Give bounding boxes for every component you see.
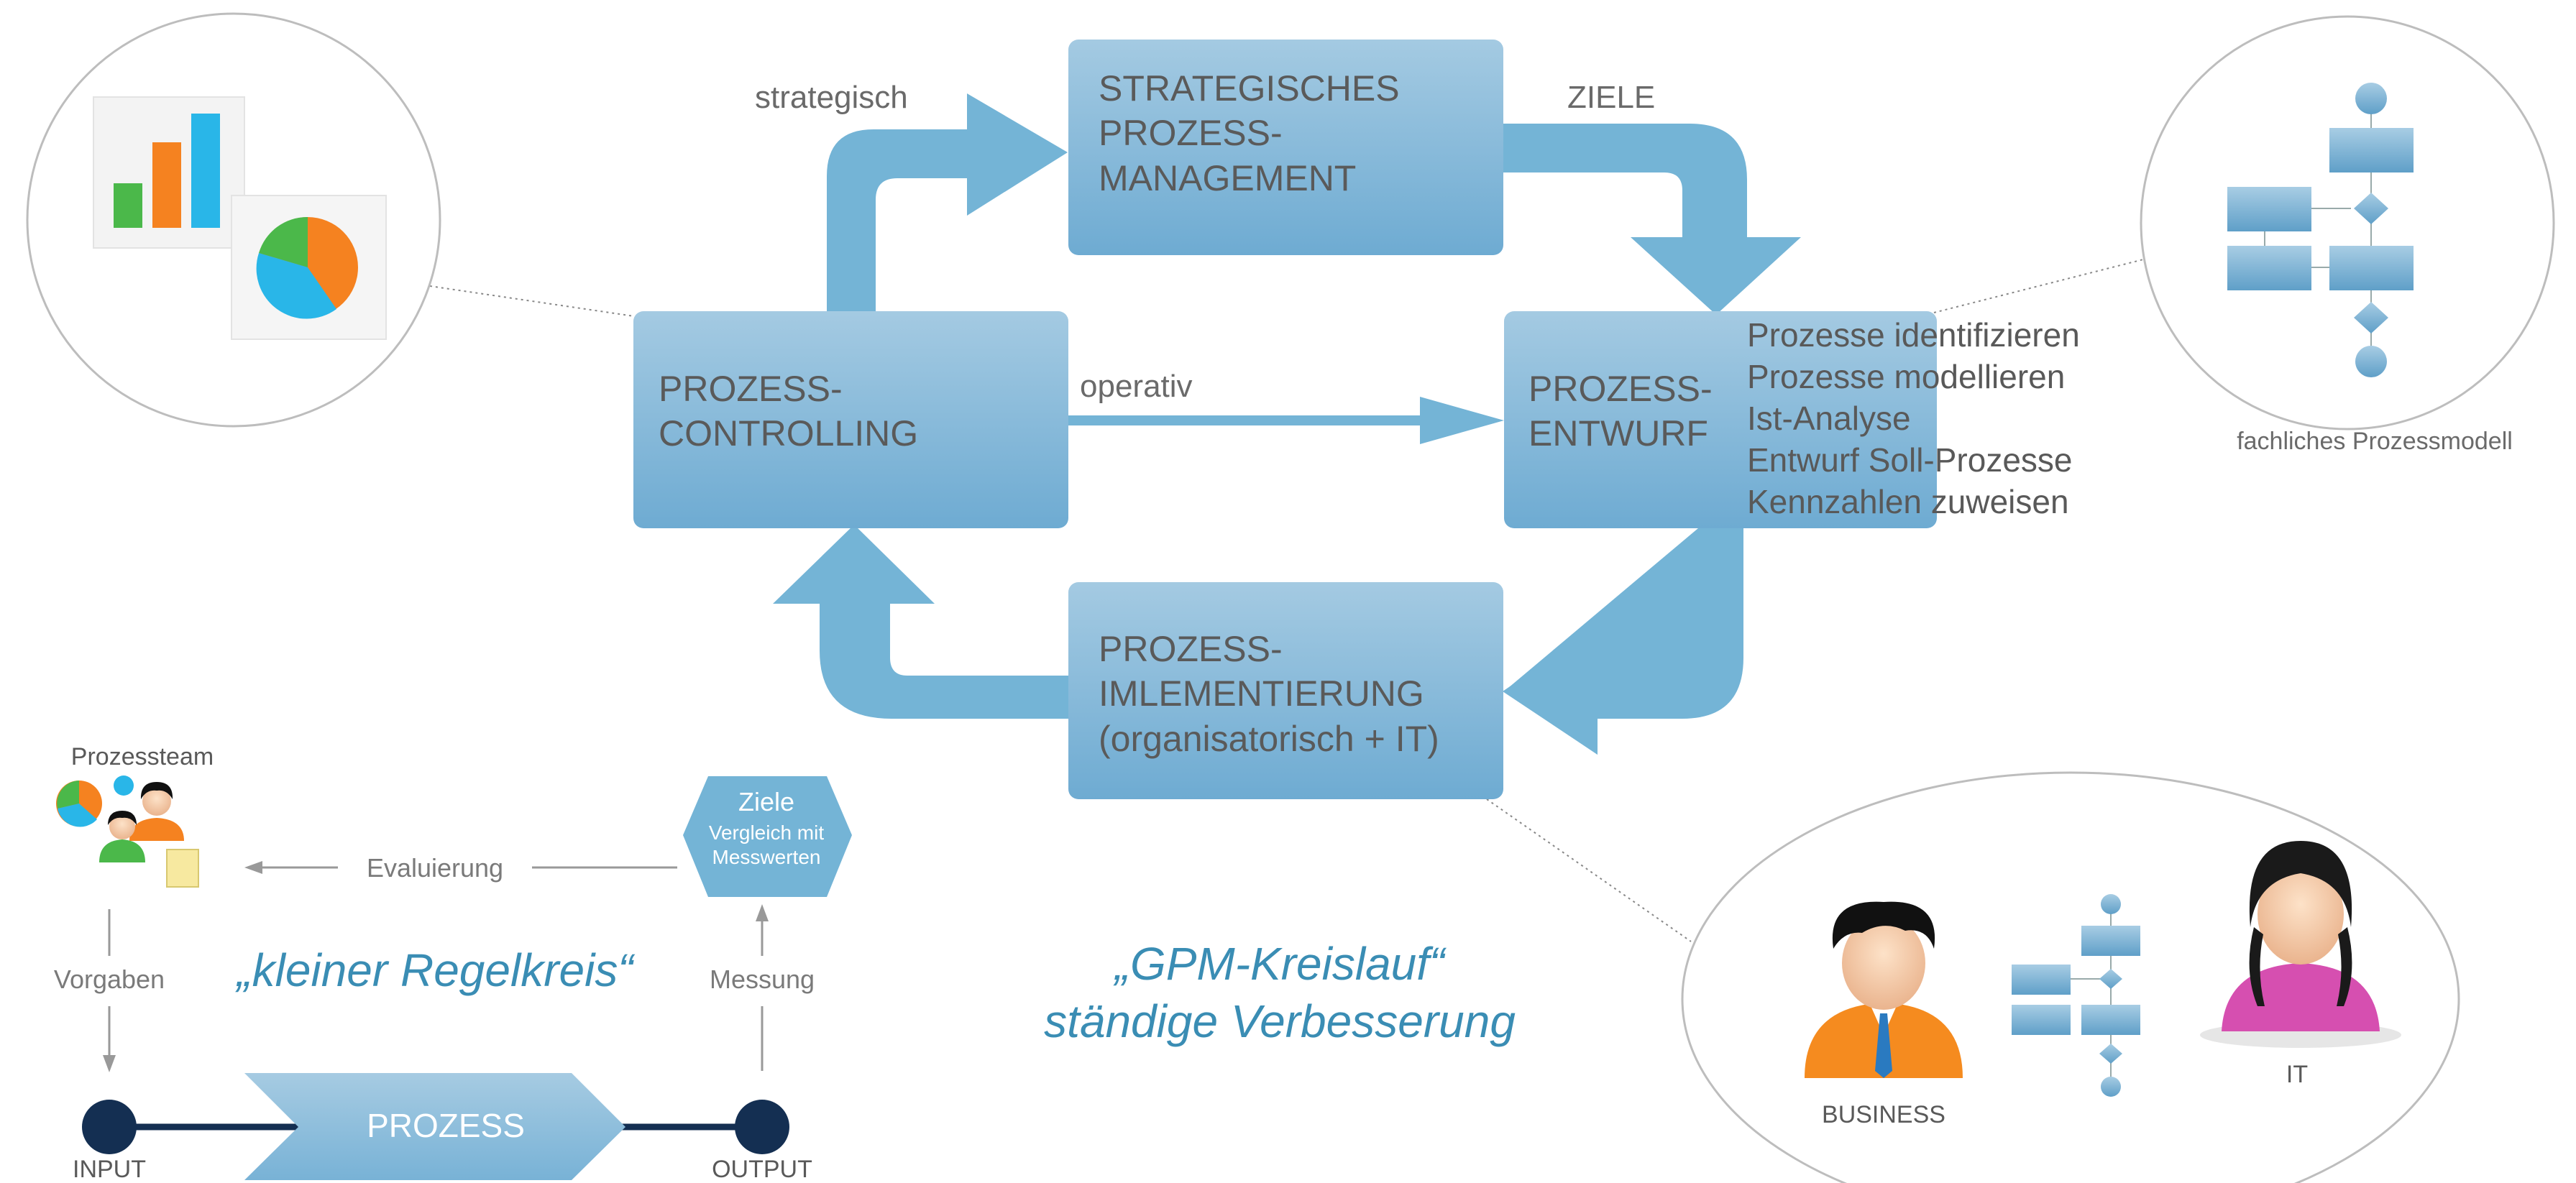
controlling-line-1: PROZESS- [659, 369, 843, 409]
business-it-ellipse: BUSINESS IT [1681, 771, 2460, 1183]
task-3: Ist-Analyse [1747, 400, 1911, 437]
business-person-icon [1805, 901, 1963, 1078]
process-label: PROZESS [367, 1107, 525, 1144]
box-prozess-entwurf: PROZESS- ENTWURF [1504, 311, 1937, 528]
goals-label-1: Ziele [738, 787, 794, 816]
vorgaben-label: Vorgaben [54, 965, 165, 994]
strategic-line-2: PROZESS- [1099, 113, 1283, 153]
label-operativ: operativ [1080, 369, 1193, 404]
vorgaben-arrow [103, 909, 116, 1072]
entwurf-line-1: PROZESS- [1528, 369, 1713, 409]
team-label: Prozessteam [71, 743, 214, 770]
task-1: Prozesse identifizieren [1747, 316, 2080, 354]
small-control-loop: Prozessteam Ziele Vergleich mit Messwert… [54, 743, 852, 1183]
small-loop-caption: „kleiner Regelkreis“ [234, 944, 636, 996]
label-ziele: ZIELE [1567, 80, 1655, 115]
goals-label-3: Messwerten [712, 846, 821, 868]
gpm-caption-line-2: ständige Verbesserung [1044, 995, 1516, 1047]
arrow-ziele [1503, 124, 1801, 315]
impl-line-3: (organisatorisch + IT) [1099, 719, 1439, 759]
arrow-implementierung-body [1503, 528, 1743, 755]
arrow-strategisch [827, 93, 1068, 313]
output-label: OUTPUT [712, 1156, 812, 1183]
small-flowchart-icon [2012, 894, 2140, 1097]
input-node [82, 1100, 137, 1154]
process-model-circle: fachliches Prozessmodell [2140, 15, 2555, 455]
output-node [735, 1100, 789, 1154]
task-5: Kennzahlen zuweisen [1747, 483, 2069, 520]
entwurf-task-list: Prozesse identifizieren Prozesse modelli… [1747, 316, 2080, 520]
process-model-caption: fachliches Prozessmodell [2237, 428, 2513, 455]
arrow-operativ [1068, 397, 1504, 444]
gpm-caption-line-1: „GPM-Kreislauf“ [1113, 938, 1447, 990]
it-person-icon [2200, 841, 2401, 1048]
messung-label: Messung [710, 965, 815, 994]
arrow-controlling-return [773, 525, 1070, 719]
connector-lines [429, 258, 2147, 942]
team-icon [56, 775, 199, 888]
entwurf-line-2: ENTWURF [1528, 413, 1708, 454]
impl-line-2: IMLEMENTIERUNG [1099, 673, 1424, 714]
flowchart-icon [2227, 83, 2414, 377]
label-strategisch: strategisch [755, 80, 908, 115]
box-strategisches-prozessmanagement: STRATEGISCHES PROZESS- MANAGEMENT [1068, 40, 1503, 255]
arrow-implementierung [1504, 528, 1698, 755]
impl-line-1: PROZESS- [1099, 629, 1283, 669]
input-label: INPUT [73, 1156, 146, 1183]
business-label: BUSINESS [1822, 1101, 1945, 1128]
goals-label-2: Vergleich mit [709, 821, 825, 844]
charts-circle [26, 12, 441, 428]
goals-hexagon: Ziele Vergleich mit Messwerten [683, 776, 852, 897]
strategic-line-3: MANAGEMENT [1099, 158, 1356, 198]
cycle-arrows [773, 93, 1801, 755]
process-chevron [244, 1073, 625, 1180]
controlling-line-2: CONTROLLING [659, 413, 918, 454]
evaluation-arrow [244, 861, 677, 874]
it-label: IT [2286, 1061, 2308, 1088]
pie-chart-icon [231, 195, 387, 340]
evaluierung-label: Evaluierung [367, 853, 503, 883]
bar-chart-icon [93, 96, 245, 249]
task-2: Prozesse modellieren [1747, 358, 2065, 395]
task-4: Entwurf Soll-Prozesse [1747, 441, 2073, 479]
box-prozess-controlling: PROZESS- CONTROLLING [633, 311, 1068, 528]
box-prozess-implementierung: PROZESS- IMLEMENTIERUNG (organisatorisch… [1068, 582, 1503, 799]
messung-arrow [756, 904, 769, 1071]
strategic-line-1: STRATEGISCHES [1099, 68, 1400, 109]
